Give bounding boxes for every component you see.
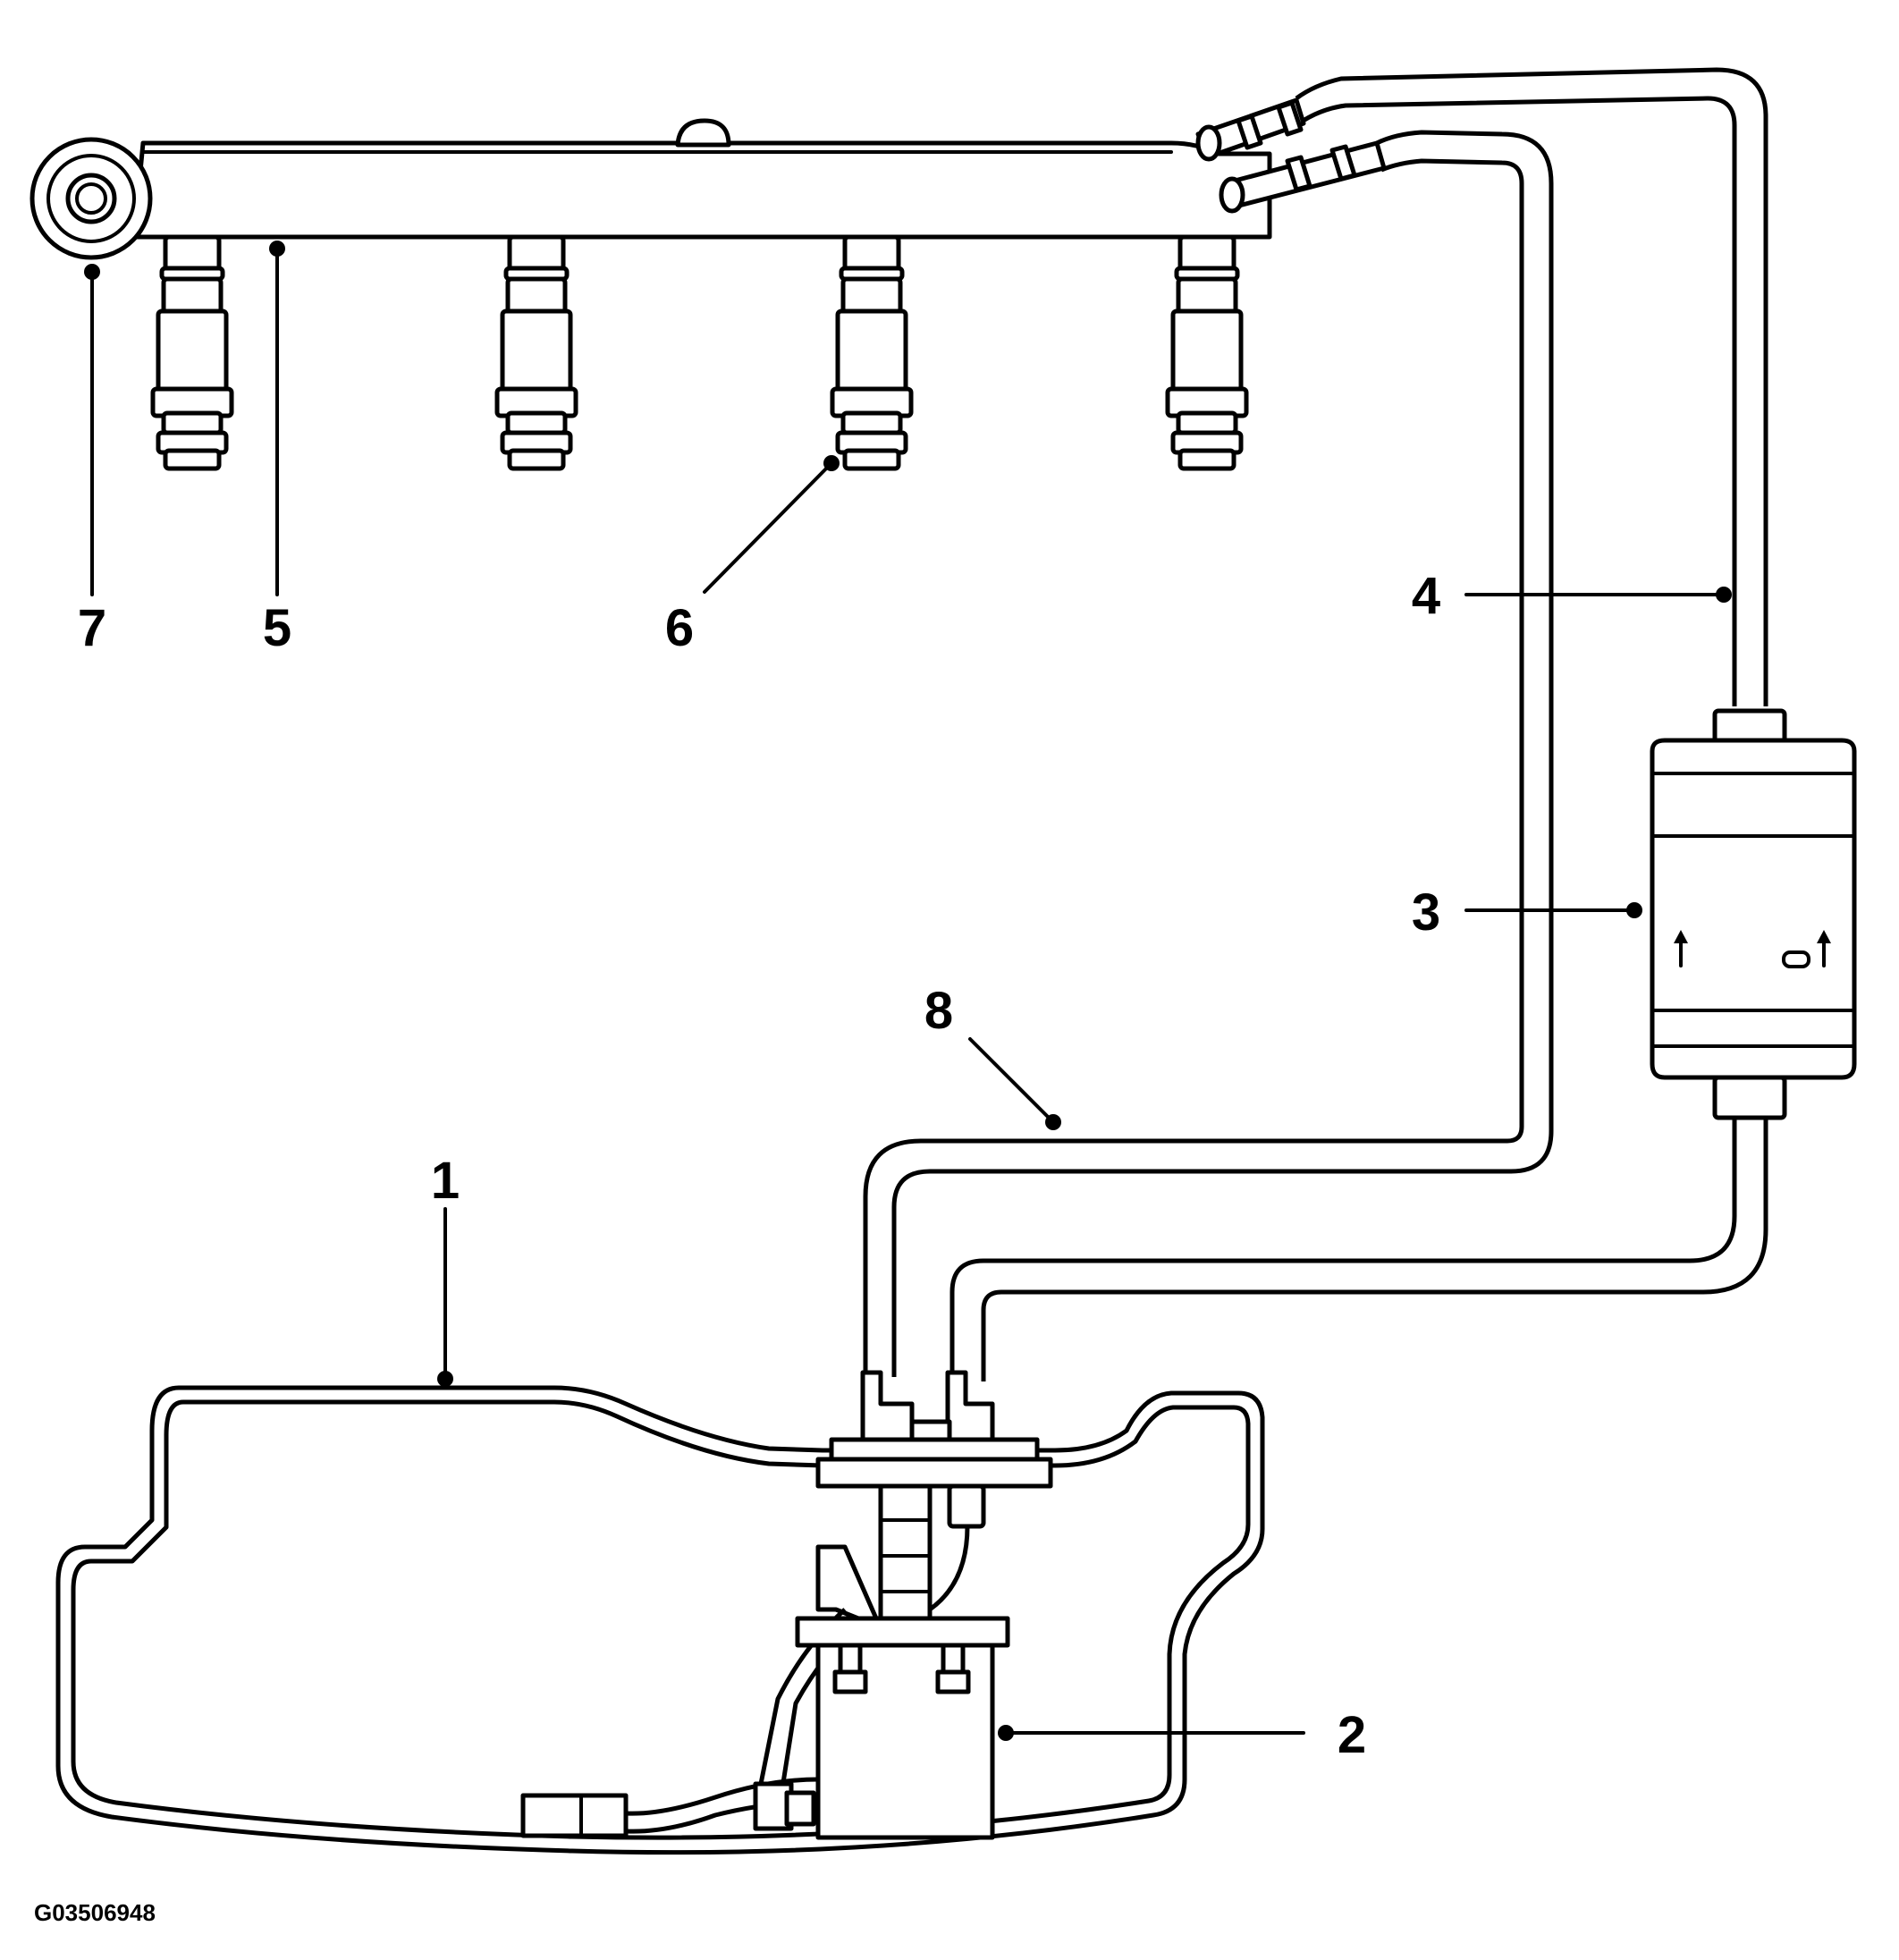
fuel-supply-line <box>1295 67 1768 706</box>
fuel-injectors <box>150 234 1249 471</box>
leader-lines <box>84 241 1732 1741</box>
rail-fitting-upper <box>1195 97 1306 162</box>
callout-7: 7 <box>78 599 106 657</box>
callout-4: 4 <box>1412 567 1440 625</box>
callout-labels: 7 5 6 4 3 8 1 2 <box>78 567 1440 1764</box>
callout-8: 8 <box>924 982 953 1040</box>
injector-3 <box>830 234 914 471</box>
callout-2: 2 <box>1338 1706 1366 1764</box>
figure-id: G03506948 <box>34 1899 156 1926</box>
flow-arrow-icon <box>1674 930 1688 967</box>
fuel-pump-module <box>520 1370 1053 1840</box>
injector-4 <box>1165 234 1249 471</box>
filter-to-tank-line <box>950 1118 1768 1381</box>
fuel-return-line <box>863 130 1554 1377</box>
flow-arrow-icon <box>1817 930 1831 967</box>
fuel-filter <box>1650 708 1857 1120</box>
callout-5: 5 <box>263 599 291 657</box>
fuel-tank <box>55 1385 1265 1855</box>
fuel-rail <box>131 97 1387 240</box>
rail-fitting-lower <box>1219 140 1387 214</box>
callout-3: 3 <box>1412 883 1440 942</box>
injector-1 <box>150 234 234 471</box>
pressure-damper <box>30 137 153 260</box>
callout-1: 1 <box>431 1152 460 1210</box>
callout-6: 6 <box>665 599 694 657</box>
injector-2 <box>494 234 578 471</box>
